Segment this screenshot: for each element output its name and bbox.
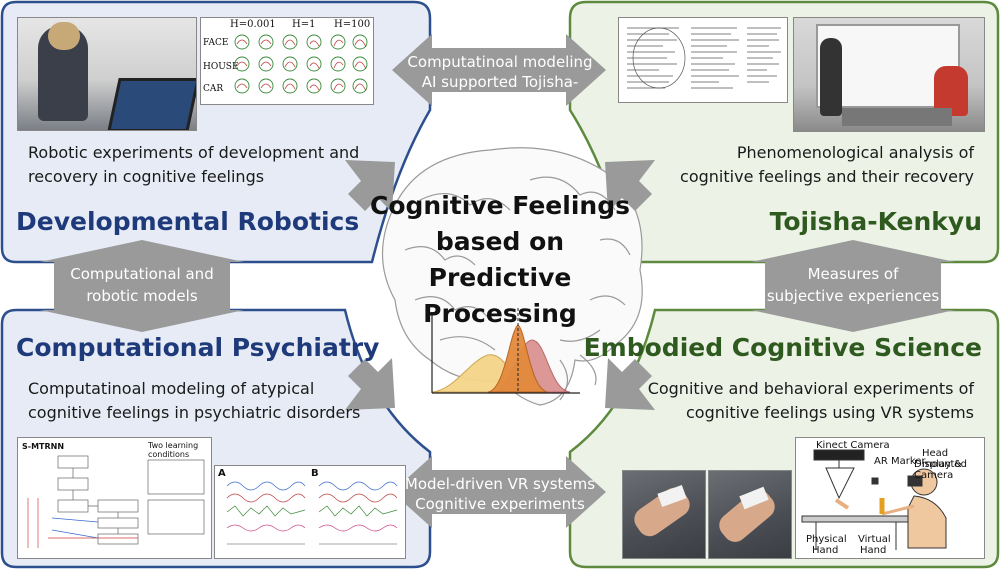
panel-a-label: A (218, 468, 226, 479)
grid-col-header-1: H=0.001 (230, 19, 276, 30)
dev-robotics-title: Developmental Robotics (16, 207, 360, 236)
physical-hand-label-line1: Physical (806, 534, 847, 545)
tojisha-desc-line2: cognitive feelings and their recovery (680, 167, 974, 186)
arrow-left-label-line2: robotic models (86, 287, 198, 305)
ar-marker-label: AR Marker (874, 456, 926, 467)
arrow-diag-bottom-right (605, 358, 655, 410)
grid-col-header-2: H=1 (292, 19, 316, 30)
center-title-line1: Cognitive Feelings (370, 191, 630, 220)
brain-illustration (382, 147, 643, 406)
presenter (820, 38, 842, 116)
handwritten-notes-figure (618, 17, 788, 103)
arrow-right-label-line2: subjective experiences (766, 287, 940, 305)
arrow-bottom-label-line1: Model-driven VR systems (404, 475, 596, 493)
prediction-grid-figure (200, 17, 374, 105)
robot-photo (17, 17, 197, 131)
arrow-diag-bottom-left (345, 358, 395, 410)
hmd-label-line1: Head mounted (922, 448, 967, 470)
comp-psychiatry-desc-line1: Computatinoal modeling of atypical (28, 379, 315, 398)
hmd-label-line2: Display & Camera (914, 459, 962, 481)
discussion-photo (793, 17, 985, 132)
arrow-bottom (392, 456, 606, 528)
center-title-line2: based on (435, 227, 565, 256)
arrow-left-label-line1: Computational and (70, 265, 214, 283)
arrow-left (40, 240, 244, 332)
vr-hand-photo-1 (622, 470, 706, 559)
dev-robotics-desc-line1: Robotic experiments of development and (28, 143, 360, 162)
arrow-top-label-line2: AI supported Tojisha-kenkyu (421, 73, 579, 111)
time-series-traces (226, 481, 398, 545)
center-title-line3: Predictive Processing (423, 263, 577, 328)
arrow-diag-top-left (345, 160, 395, 212)
listener (934, 66, 968, 116)
physical-hand-label-line2: Hand (812, 545, 839, 556)
arrow-bottom-label-line2: Cognitive experiments (415, 495, 585, 513)
embodied-desc-line2: cognitive feelings using VR systems (685, 403, 974, 422)
arrow-right-label-line1: Measures of (807, 265, 899, 283)
notes-scribbles (627, 27, 781, 89)
tojisha-title: Tojisha-Kenkyu (769, 207, 982, 236)
arrow-top-label-line1: Computatinoal modeling (407, 53, 593, 71)
s-mtrnn-label: S-MTRNN (22, 442, 65, 451)
desk (842, 108, 952, 126)
grid-row-label-2: HOUSE (203, 62, 239, 72)
arrow-diag-top-right (605, 160, 655, 212)
dev-robotics-desc-line2: recovery in cognitive feelings (28, 167, 265, 186)
embodied-title: Embodied Cognitive Science (583, 333, 982, 362)
embodied-desc-line1: Cognitive and behavioral experiments of (647, 379, 974, 398)
vr-setup-diagram: Kinect Camera AR Marker Head mounted Dis… (795, 437, 985, 559)
grid-row-label-3: CAR (203, 84, 224, 94)
grid-col-header-3: H=100 (334, 19, 371, 30)
panel-b-label: B (311, 468, 319, 479)
center-title: Cognitive Feelings based on Predictive P… (360, 188, 640, 332)
arrow-right (751, 240, 955, 332)
comp-psychiatry-title: Computational Psychiatry (16, 333, 380, 362)
learning-conditions-label: Two learning conditions (148, 441, 199, 459)
kinect-camera-label: Kinect Camera (816, 440, 890, 451)
grid-row-label-1: FACE (203, 38, 229, 48)
time-series-figure: A B (214, 465, 406, 559)
vr-hand-photo-2 (708, 470, 792, 559)
gaussian-curves (431, 308, 580, 394)
tojisha-desc-line1: Phenomenological analysis of (736, 143, 974, 162)
comp-psychiatry-desc-line2: cognitive feelings in psychiatric disord… (28, 403, 361, 422)
vr-setup-illustration (801, 449, 947, 550)
virtual-hand-label-line1: Virtual (858, 534, 891, 545)
virtual-hand-label-line2: Hand (860, 545, 887, 556)
s-mtrnn-model-figure: S-MTRNN Two learning conditions (17, 437, 212, 559)
robot-head (48, 22, 80, 50)
arrow-top (392, 34, 606, 106)
s-mtrnn-schematic (27, 455, 205, 548)
